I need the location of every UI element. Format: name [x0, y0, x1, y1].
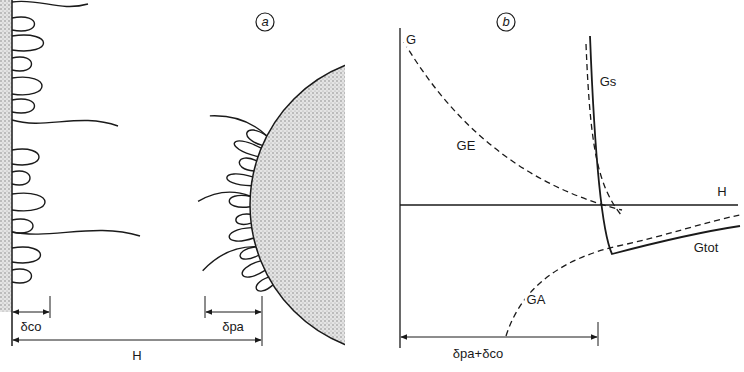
- extension-line: [205, 296, 206, 318]
- polymer-tail: [210, 116, 267, 136]
- axis-label: H: [715, 185, 728, 199]
- polymer-loop: [256, 277, 273, 291]
- total-curve: [590, 36, 740, 254]
- polymer-tail: [12, 1, 88, 6]
- dimension-label: H: [130, 349, 143, 363]
- dimension-line: [13, 312, 49, 313]
- curve-label: GA: [525, 293, 548, 307]
- polymer-loop: [239, 158, 256, 171]
- polymer-tail: [198, 192, 250, 201]
- polymer-loop: [12, 149, 39, 165]
- g-axis: [399, 28, 400, 348]
- polymer-tail: [203, 247, 256, 271]
- polymer-loop: [229, 195, 250, 207]
- h-axis: [400, 204, 738, 205]
- polymer-loop: [227, 174, 253, 186]
- wall-surface: [11, 0, 13, 346]
- curve-label: GE: [455, 139, 478, 153]
- curve-label: Gtot: [692, 241, 721, 255]
- polymer-loop: [12, 57, 32, 71]
- polymer-tail: [12, 120, 118, 126]
- polymer-loop: [12, 193, 45, 211]
- polymer-loop: [12, 77, 42, 95]
- polymer-loop: [12, 35, 44, 51]
- polymer-loop: [234, 141, 261, 157]
- extension-line: [50, 296, 51, 318]
- polymer-loop: [242, 261, 265, 277]
- dimension-label: δco: [19, 320, 44, 334]
- dimension-line: [206, 312, 261, 313]
- panel-letter: a: [259, 15, 270, 29]
- polymer-loop: [12, 99, 35, 113]
- attraction-curve: [506, 215, 740, 336]
- dimension-line: [401, 337, 597, 338]
- polymer-loop: [12, 219, 33, 233]
- polymer-loop: [12, 171, 30, 185]
- polymer-loop: [240, 247, 259, 259]
- panel-marker: [497, 13, 515, 31]
- dimension-label: δpa: [220, 320, 246, 334]
- axis-label: G: [404, 33, 418, 47]
- polymer-loop: [12, 269, 32, 283]
- extension-line: [262, 296, 263, 346]
- polymer-loop: [229, 228, 253, 241]
- polymer-loop: [236, 214, 251, 224]
- dimension-label: δpa+δco: [451, 347, 505, 361]
- curve-label: Gs: [598, 75, 619, 89]
- panel-marker: [256, 13, 274, 31]
- polymer-tail: [12, 230, 140, 236]
- panel-letter: b: [500, 15, 511, 29]
- polymer-loop: [12, 17, 35, 31]
- particle: [250, 55, 345, 355]
- polymer-loop: [12, 247, 41, 263]
- extension-line: [598, 322, 599, 346]
- flat-wall: [0, 0, 12, 312]
- elastic-curve: [404, 42, 622, 210]
- dimension-line: [13, 340, 261, 341]
